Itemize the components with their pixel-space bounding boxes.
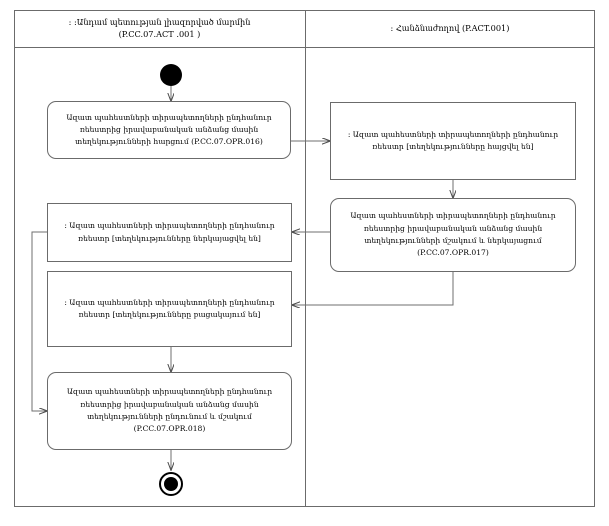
initial-node[interactable] (160, 64, 182, 86)
action-node-opr-016[interactable]: Ազատ պահեստների տիրապետողների ընդհանուր … (47, 101, 291, 159)
state-node-information-presented[interactable]: : Ազատ պահեստների տիրապետողների ընդհանու… (47, 203, 292, 262)
swimlane-left-title-line1: : :Անդամ պետության լիազորված մարմին (68, 16, 251, 27)
state-node-information-requested[interactable]: : Ազատ պահեստների տիրապետողների ընդհանու… (330, 102, 576, 180)
final-node[interactable] (159, 472, 183, 496)
swimlane-header-right: : Հանձնաժողով (P.ACT.001) (305, 10, 595, 47)
swimlane-right-title-line1: : Հանձնաժողով (P.ACT.001) (390, 22, 510, 33)
swimlane-left-title-line2: (P.CC.07.ACT .001 ) (118, 28, 201, 39)
swimlane-header-rule (14, 47, 595, 48)
action-node-opr-017[interactable]: Ազատ պահեստների տիրապետողների ընդհանուր … (330, 198, 576, 272)
state-node-information-absent[interactable]: : Ազատ պահեստների տիրապետողների ընդհանու… (47, 271, 292, 347)
swimlane-header-left: : :Անդամ պետության լիազորված մարմին (P.C… (14, 10, 305, 47)
swimlane-frame (14, 10, 595, 507)
action-node-opr-018[interactable]: Ազատ պահեստների տիրապետողների ընդհանուր … (47, 372, 292, 450)
swimlane-divider (305, 10, 306, 507)
